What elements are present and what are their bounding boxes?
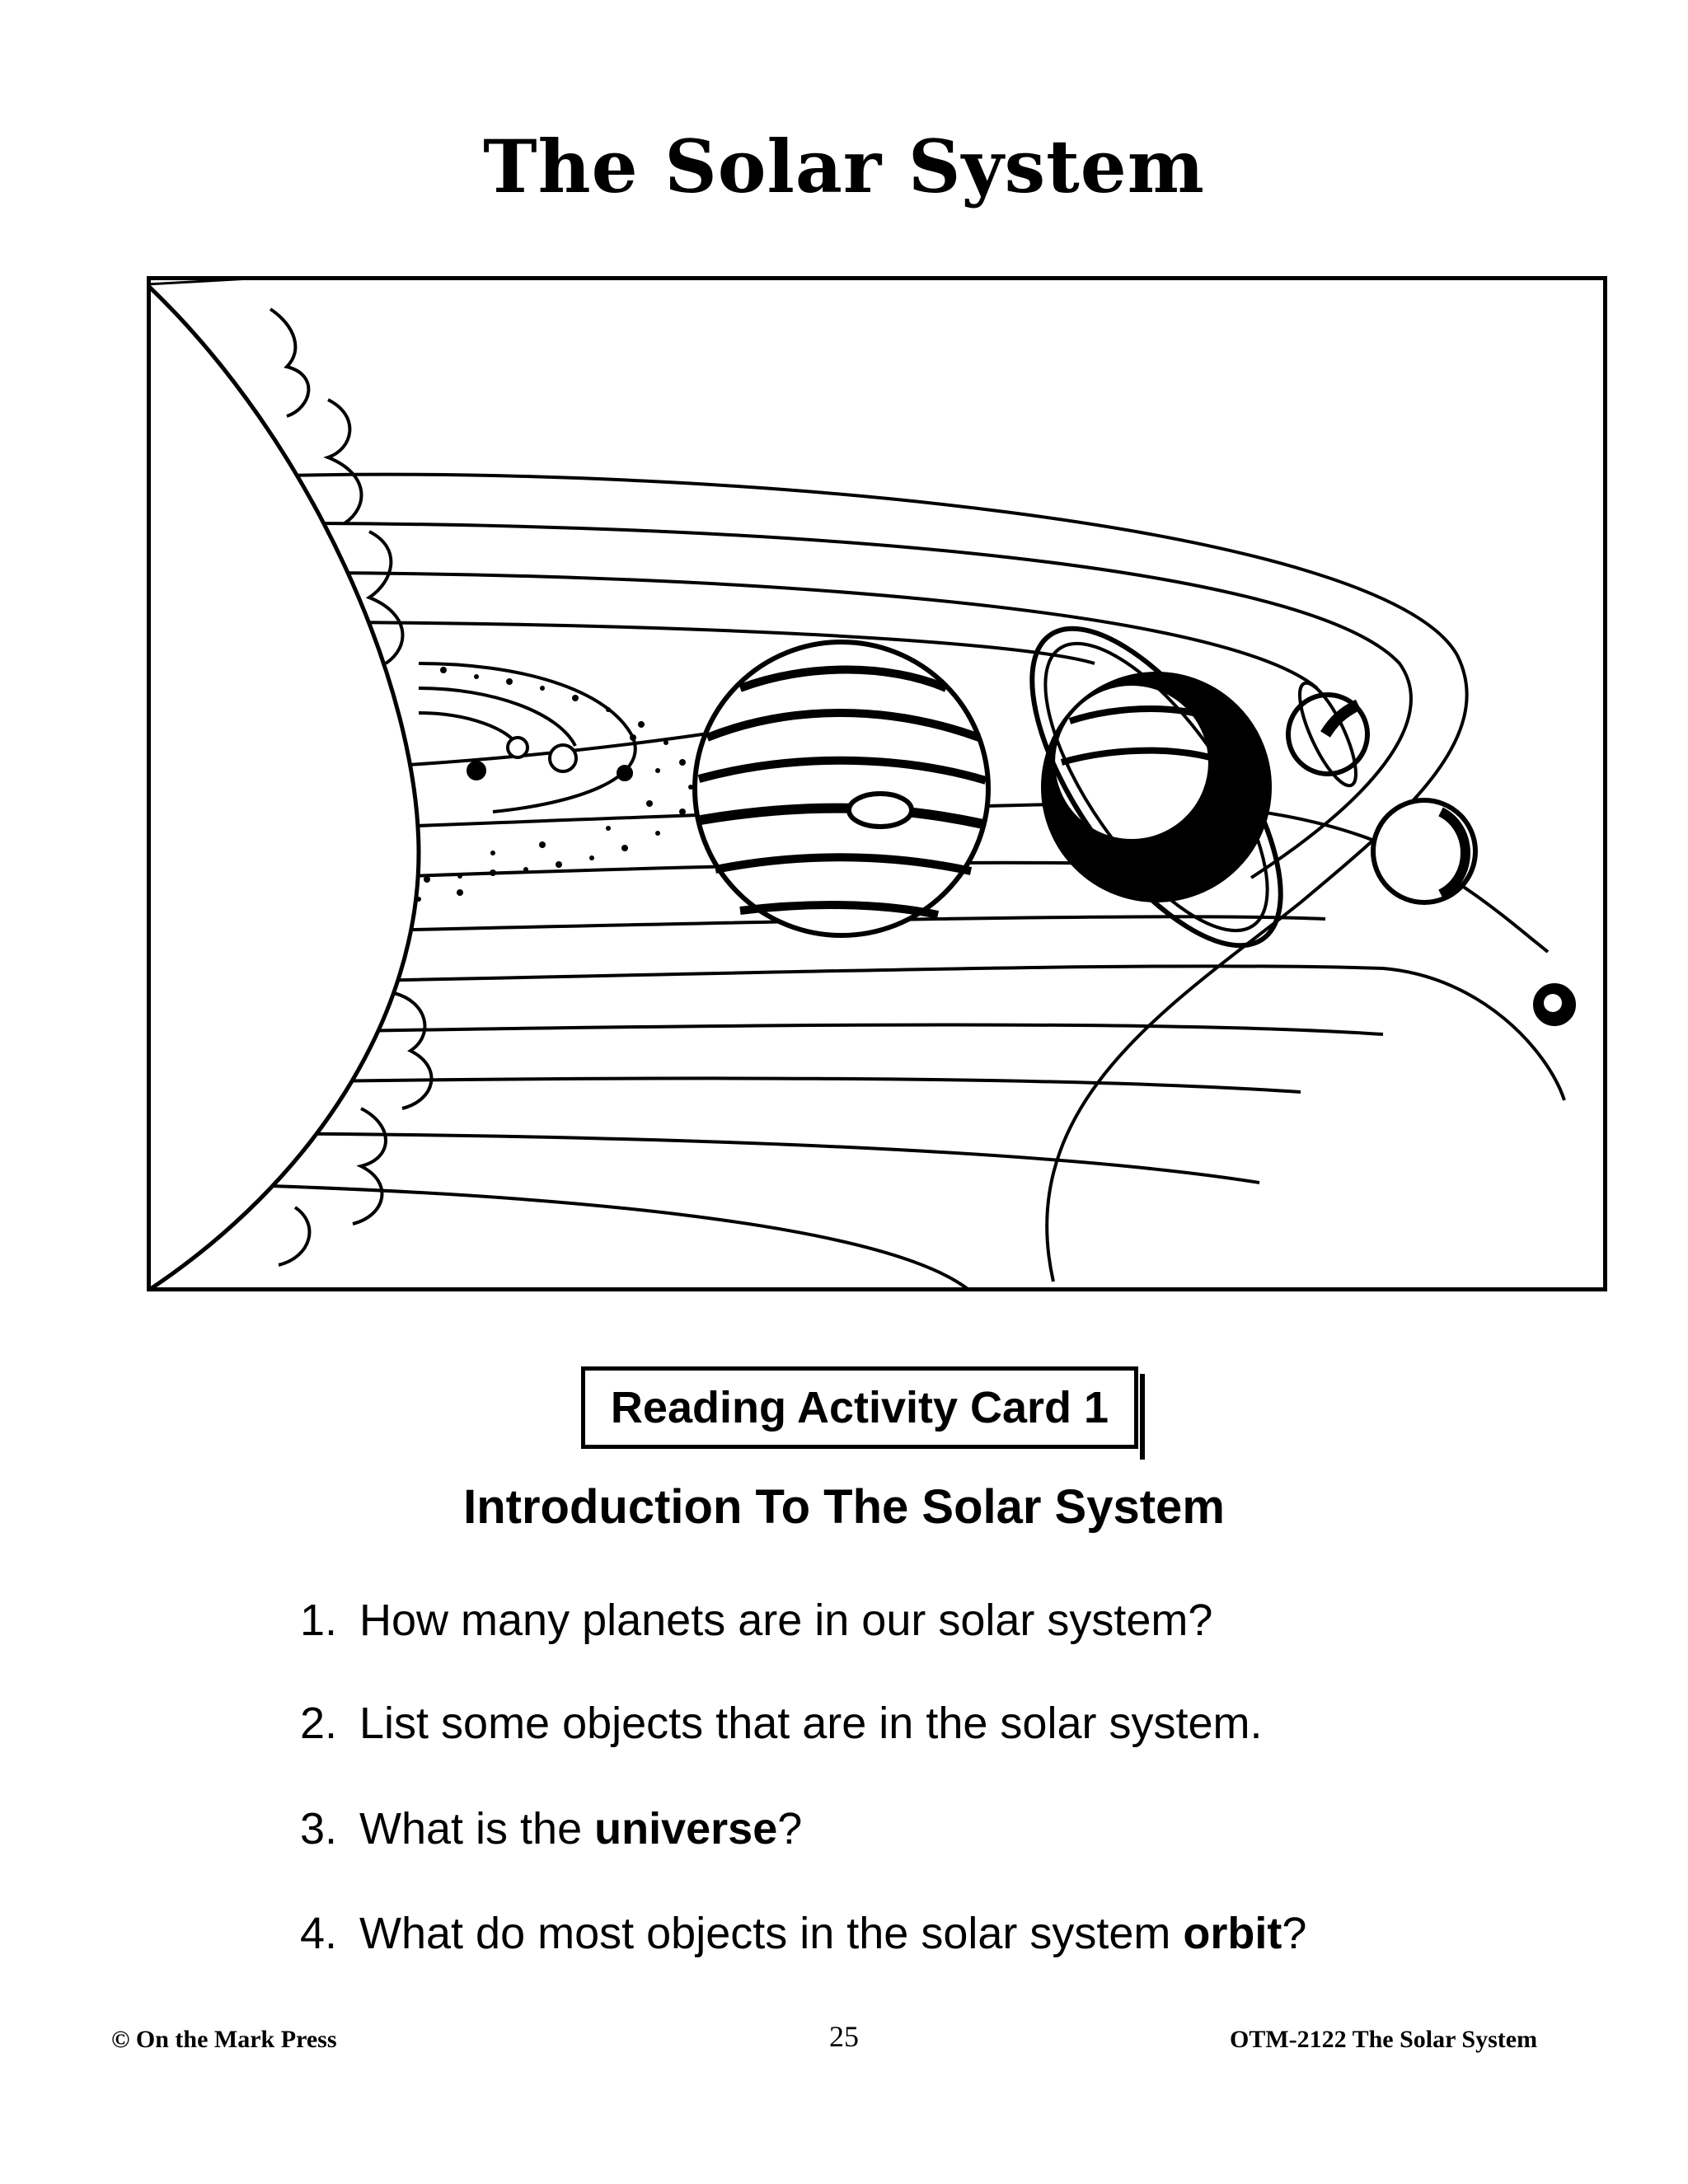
page-title: The Solar System [483, 124, 1205, 209]
question-keyword: orbit [1183, 1909, 1282, 1958]
question-text-end: ? [777, 1804, 803, 1854]
question-1: 1. How many planets are in our solar syst… [300, 1595, 1212, 1646]
question-number: 2. [300, 1699, 338, 1748]
question-text: What do most objects in the solar system [359, 1909, 1184, 1958]
question-text: What is the [359, 1804, 595, 1854]
activity-card-label: Reading Activity Card 1 [581, 1366, 1145, 1460]
footer-publisher: © On the Mark Press [111, 2026, 337, 2053]
question-number: 3. [300, 1804, 338, 1854]
question-number: 1. [300, 1596, 338, 1645]
question-number: 4. [300, 1909, 338, 1958]
question-text: How many planets are in our solar system… [359, 1596, 1213, 1645]
question-4: 4. What do most objects in the solar syst… [300, 1908, 1306, 1959]
section-heading: Introduction To The Solar System [463, 1480, 1225, 1534]
footer-book-code: OTM-2122 The Solar System [1230, 2026, 1538, 2053]
question-text: List some objects that are in the solar … [359, 1699, 1263, 1748]
question-3: 3. What is the universe? [300, 1803, 802, 1854]
solar-system-illustration [147, 276, 1607, 1291]
footer-page-number: 25 [829, 2020, 859, 2053]
question-2: 2. List some objects that are in the sola… [300, 1698, 1262, 1749]
question-text-end: ? [1282, 1909, 1307, 1958]
question-keyword: universe [594, 1804, 778, 1854]
